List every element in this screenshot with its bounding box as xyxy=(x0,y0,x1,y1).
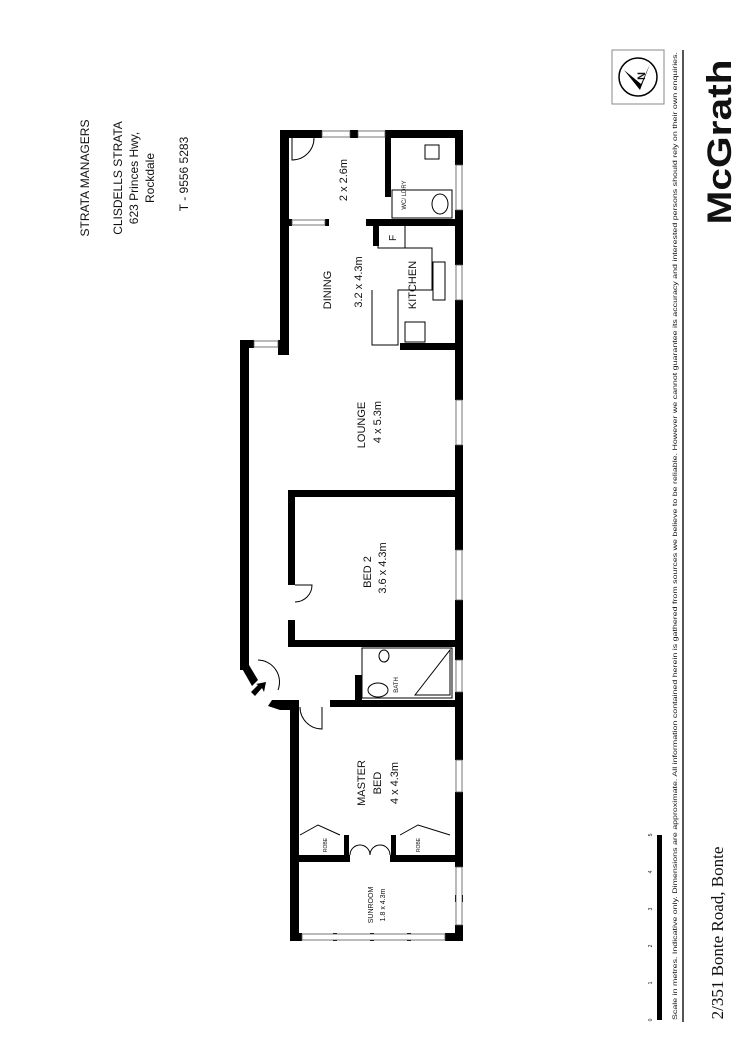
strata-info: STRATA MANAGERS CLISDELLS STRATA 623 Pri… xyxy=(78,120,191,237)
robe-label-left: ROBE xyxy=(323,837,329,852)
room-labels: 2 x 2.6m WC/ LDRY DINING 3.2 x 4.3m KITC… xyxy=(322,159,422,923)
fridge-label: F xyxy=(388,235,399,241)
scale-tick: 3 xyxy=(648,907,654,910)
divider xyxy=(682,50,684,1022)
bed2-label: BED 2 xyxy=(362,556,374,588)
strata-company: CLISDELLS STRATA xyxy=(111,121,125,235)
north-arrow-icon: N xyxy=(611,49,665,105)
scale-tick: 5 xyxy=(648,833,654,836)
dining-dims: 3.2 x 4.3m xyxy=(353,256,365,307)
walls xyxy=(240,130,463,941)
bed2-dims: 3.6 x 4.3m xyxy=(377,542,389,593)
entry-arrow-icon xyxy=(251,682,266,696)
master-bed-label: BED xyxy=(372,772,384,795)
master-label: MASTER xyxy=(356,760,368,806)
strata-suburb: Rockdale xyxy=(143,153,157,203)
scale-tick: 2 xyxy=(648,944,654,947)
lounge-dims: 4 x 5.3m xyxy=(372,401,384,443)
scale-bar: 0 1 2 3 4 5 xyxy=(648,833,662,1021)
bath-label: BATH xyxy=(394,677,400,693)
sunroom-dims: 1.8 x 4.3m xyxy=(380,888,387,921)
master-dims: 4 x 4.3m xyxy=(389,762,401,804)
fixtures xyxy=(253,130,463,941)
compass-letter: N xyxy=(636,72,648,80)
dining-label: DINING xyxy=(322,271,334,310)
property-address: 2/351 Bonte Road, Bonte xyxy=(708,847,727,1020)
disclaimer: Scale in metres. Indicative only. Dimens… xyxy=(672,52,679,1020)
strata-heading: STRATA MANAGERS xyxy=(78,120,92,237)
kitchen-label: KITCHEN xyxy=(407,261,419,309)
wc-laundry-label: WC/ LDRY xyxy=(402,180,408,209)
sunroom-label: SUNROOM xyxy=(368,887,375,924)
scale-tick: 0 xyxy=(648,1018,654,1021)
robe-label-right: ROBE xyxy=(416,837,422,852)
scale-tick: 4 xyxy=(648,870,654,873)
lounge-label: LOUNGE xyxy=(356,402,368,448)
strata-phone: T - 9556 5283 xyxy=(177,136,191,211)
mcgrath-logo: McGrath xyxy=(701,60,739,225)
strata-street: 623 Princes Hwy, xyxy=(127,132,141,224)
scale-tick: 1 xyxy=(648,981,654,984)
entry-room-dims: 2 x 2.6m xyxy=(338,159,350,201)
